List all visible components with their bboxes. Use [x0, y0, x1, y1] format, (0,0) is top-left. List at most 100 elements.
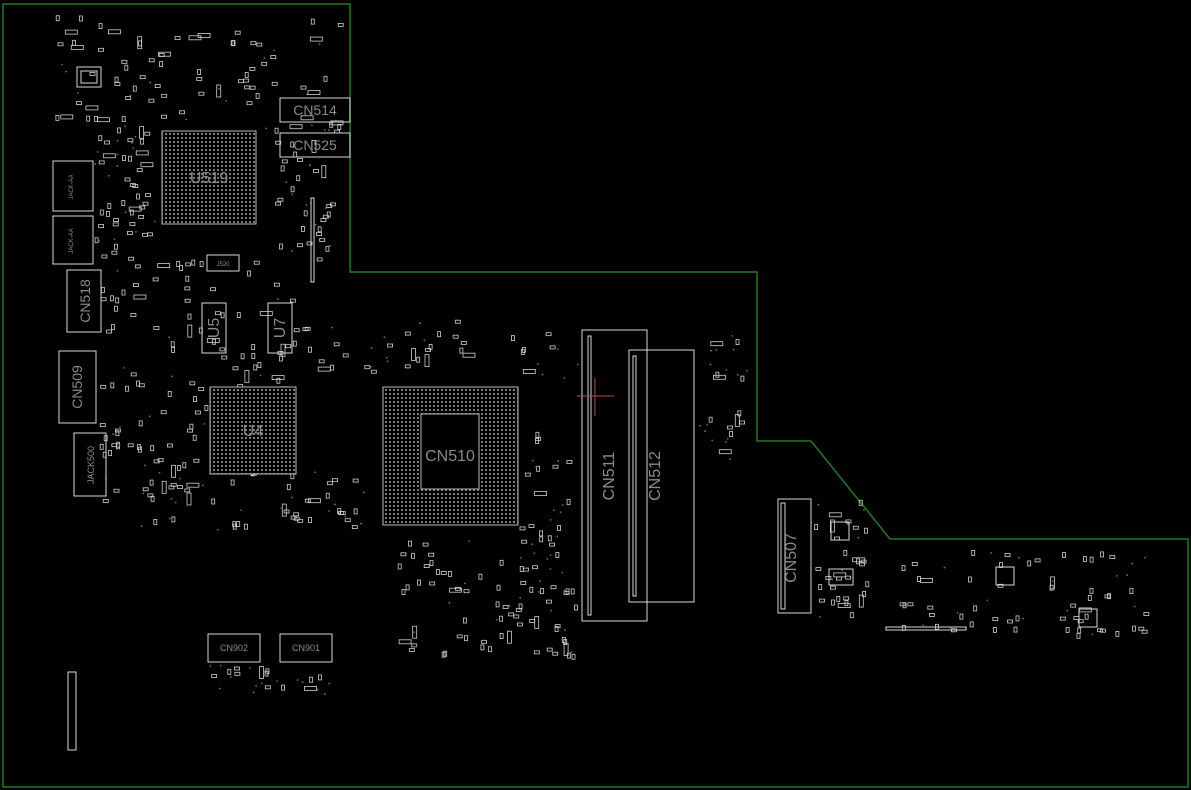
smd-pad: [192, 434, 197, 441]
smd-pad: [911, 562, 918, 566]
via-dot: [316, 688, 319, 691]
smd-pad: [1062, 552, 1066, 558]
smd-pad: [297, 158, 303, 162]
cn901-connector[interactable]: [279, 633, 333, 663]
smd-pad: [566, 499, 571, 505]
via-dot: [291, 193, 294, 196]
smd-pad: [734, 414, 740, 427]
smd-pad: [325, 492, 330, 499]
cn518-connector[interactable]: [66, 269, 102, 333]
smd-pad: [337, 508, 342, 515]
smd-pad: [1015, 615, 1020, 622]
via-dot: [922, 624, 925, 627]
cn514-connector[interactable]: [279, 97, 351, 123]
smd-pad: [130, 372, 137, 377]
cn525-connector[interactable]: [279, 132, 351, 158]
smd-pad: [138, 383, 145, 388]
smd-pad: [316, 232, 322, 236]
smd-pad: [99, 209, 104, 216]
smd-pad: [927, 605, 934, 610]
smd-pad: [149, 479, 154, 486]
small-ic-right-b[interactable]: [1078, 608, 1098, 628]
smd-pad: [899, 602, 906, 607]
smd-pad: [992, 617, 999, 621]
smd-pad: [836, 576, 842, 581]
cn901-label: CN901: [292, 643, 320, 653]
via-dot: [124, 125, 126, 128]
vertical-header[interactable]: [67, 671, 77, 751]
smd-pad: [529, 619, 536, 623]
smd-pad: [255, 93, 260, 99]
smd-pad: [535, 437, 542, 441]
smd-pad: [310, 18, 315, 25]
via-dot: [158, 471, 161, 474]
via-dot: [140, 165, 143, 168]
smd-pad: [1100, 551, 1104, 558]
cn512-connector[interactable]: [628, 349, 695, 603]
smd-pad: [191, 259, 196, 266]
u4-chip[interactable]: [209, 386, 297, 475]
u5-chip[interactable]: [201, 302, 227, 354]
u7-chip[interactable]: [267, 302, 293, 354]
cn511-connector[interactable]: [581, 329, 648, 622]
via-dot: [131, 142, 133, 144]
smd-pad: [236, 521, 241, 527]
cn902-connector[interactable]: [207, 633, 261, 663]
smd-pad: [204, 404, 209, 411]
smd-pad: [326, 204, 333, 208]
smd-pad: [1104, 594, 1111, 599]
smd-pad: [416, 356, 421, 363]
smd-pad: [167, 390, 172, 397]
cn509-connector[interactable]: [58, 350, 97, 424]
via-dot: [344, 515, 347, 518]
smd-pad: [428, 552, 435, 557]
small-ic-right-c[interactable]: [830, 521, 850, 541]
smd-pad: [158, 53, 165, 57]
small-ic-right-d[interactable]: [828, 568, 854, 586]
u519-chip[interactable]: [161, 130, 257, 225]
cn525-label: CN525: [293, 137, 337, 153]
smd-pad: [234, 30, 241, 35]
smd-pad: [182, 462, 187, 469]
smd-pad: [279, 243, 283, 250]
jack-a-part[interactable]: [52, 160, 94, 212]
via-dot: [549, 554, 552, 557]
smd-pad: [1084, 613, 1089, 620]
via-dot: [170, 497, 173, 500]
smd-pad: [1087, 595, 1092, 601]
smd-pad: [865, 581, 870, 588]
smd-pad: [843, 596, 850, 601]
jack500-part[interactable]: [73, 432, 107, 497]
via-dot: [324, 207, 327, 210]
smd-pad: [735, 339, 740, 346]
via-dot: [140, 525, 143, 528]
cn514-label: CN514: [293, 102, 337, 118]
via-dot: [263, 57, 266, 59]
smd-pad: [330, 120, 344, 126]
via-dot: [711, 439, 713, 442]
smd-pad: [423, 564, 430, 568]
smd-pad: [125, 385, 129, 392]
small-ic-right-a[interactable]: [995, 566, 1015, 586]
smd-pad: [184, 298, 191, 303]
smd-pad: [221, 355, 228, 360]
smd-pad: [398, 639, 412, 645]
via-dot: [305, 215, 308, 217]
smd-pad: [134, 264, 141, 269]
smd-pad: [495, 601, 500, 608]
via-dot: [285, 181, 288, 184]
cn507-connector[interactable]: [777, 498, 812, 614]
smd-pad: [993, 627, 997, 633]
jack500-label: JACK500: [86, 446, 96, 484]
small-ic-top[interactable]: [76, 66, 102, 88]
via-dot: [841, 569, 843, 572]
jack-b-part[interactable]: [52, 215, 94, 265]
via-dot: [65, 70, 67, 73]
smd-pad: [296, 175, 301, 182]
j520-part[interactable]: [206, 254, 240, 272]
smd-pad: [243, 523, 248, 530]
smd-pad: [549, 542, 555, 547]
via-dot: [218, 88, 220, 90]
via-dot: [849, 519, 852, 522]
